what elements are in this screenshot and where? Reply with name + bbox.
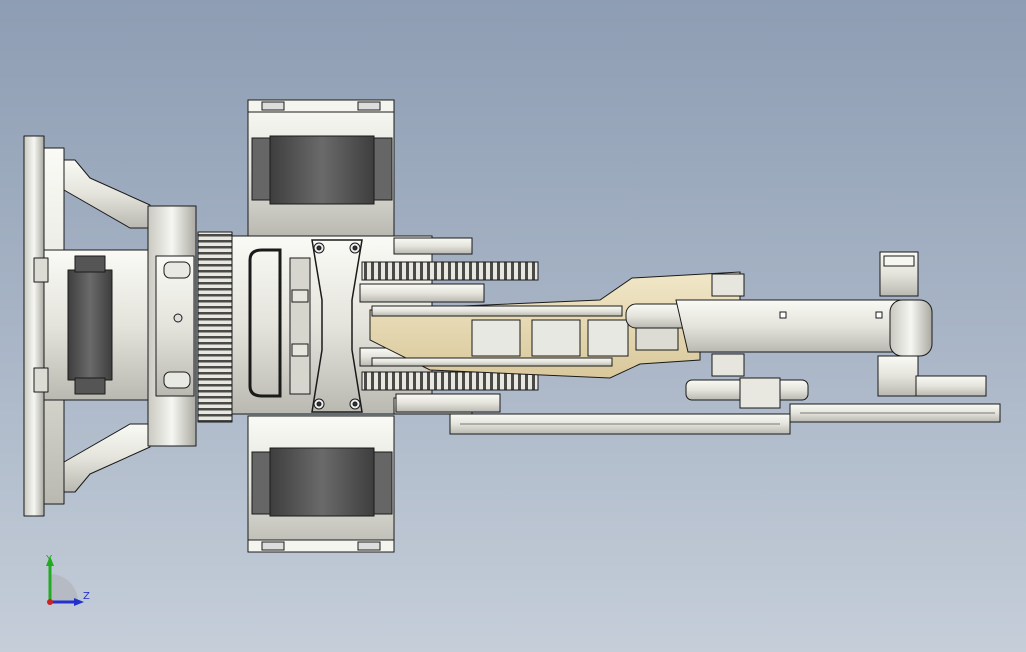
lower-gear-rack[interactable] xyxy=(361,371,539,391)
triad-quadrant xyxy=(50,574,78,602)
wrist-joint[interactable] xyxy=(877,251,987,397)
top-stepper-motor[interactable] xyxy=(247,99,395,237)
base-flange xyxy=(23,135,45,517)
base-rib-bottom xyxy=(63,423,151,493)
coordinate-triad: Y Z xyxy=(45,554,90,606)
bottom-stepper-motor[interactable] xyxy=(247,415,395,553)
upper-arm-link[interactable] xyxy=(359,271,741,379)
shoulder-brace-plate xyxy=(311,239,363,413)
base-assembly[interactable] xyxy=(23,135,233,517)
lower-linkage[interactable] xyxy=(395,377,1001,435)
z-axis-arrow xyxy=(74,598,84,606)
base-gear-vertical xyxy=(197,231,233,423)
forearm-link[interactable] xyxy=(625,273,901,377)
shoulder-shaft-caps xyxy=(291,289,309,357)
base-motor-core xyxy=(67,269,113,381)
origin-dot xyxy=(47,599,53,605)
base-rib-top xyxy=(63,159,151,229)
z-axis-label: Z xyxy=(83,591,90,602)
y-axis-arrow xyxy=(46,556,54,566)
upper-gear-rack[interactable] xyxy=(361,261,539,281)
y-axis-label: Y xyxy=(45,554,53,565)
